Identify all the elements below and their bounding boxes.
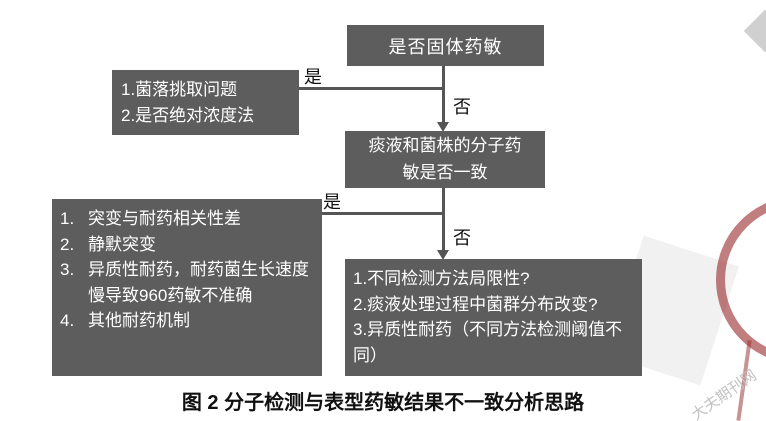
branch1-yes-label: 是	[304, 67, 322, 87]
item-number: 4.	[60, 311, 75, 330]
result-box-method-limitations: 1.不同检测方法局限性? 2.痰液处理过程中菌群分布改变? 3.异质性耐药（不同…	[345, 259, 642, 376]
leftbox2-item: 1. 突变与耐药相关性差	[58, 206, 316, 232]
item-number: 1.	[60, 209, 75, 228]
decision2-line-2: 敏是否一致	[402, 162, 488, 182]
branch1-no-label: 否	[453, 97, 471, 117]
connector-left-2	[319, 212, 445, 215]
leftbox1-line-1: 1.菌落挑取问题	[121, 80, 238, 99]
result-box-colony-issues: 1.菌落挑取问题 2.是否绝对浓度法	[112, 70, 299, 135]
item-text: 异质性耐药，耐药菌生长速度慢导致960药敏不准确	[88, 260, 309, 305]
decision-box-molecular-consistency: 痰液和菌株的分子药 敏是否一致	[345, 131, 545, 188]
watermark-arc	[716, 196, 766, 364]
item-text: 突变与耐药相关性差	[88, 209, 241, 228]
arrowhead-down-icon	[437, 122, 449, 132]
leftbox2-item: 3. 异质性耐药，耐药菌生长速度慢导致960药敏不准确	[58, 257, 316, 308]
connector-down-1	[442, 66, 445, 123]
decision1-text: 是否固体药敏	[388, 36, 503, 57]
leftbox1-line-2: 2.是否绝对浓度法	[121, 106, 255, 126]
figure-caption: 图 2 分子检测与表型药敏结果不一致分析思路	[181, 392, 585, 414]
decision2-line-1: 痰液和菌株的分子药	[368, 136, 522, 156]
watermark-corner-shape	[743, 9, 766, 53]
branch2-no-label: 否	[453, 228, 471, 248]
item-number: 3.	[60, 260, 75, 279]
leftbox2-item: 4. 其他耐药机制	[58, 308, 316, 334]
decision-box-solid-dst: 是否固体药敏	[347, 25, 544, 66]
bottombox-line-1: 1.不同检测方法局限性?	[353, 269, 530, 288]
leftbox2-item: 2. 静默突变	[58, 232, 316, 258]
item-text: 其他耐药机制	[88, 311, 190, 330]
connector-left-1	[299, 87, 445, 90]
item-number: 2.	[60, 234, 75, 254]
branch2-yes-label: 是	[323, 192, 341, 212]
item-text: 静默突变	[88, 234, 156, 254]
bottombox-line-3: 3.异质性耐药（不同方法检测阈值不同）	[353, 320, 623, 365]
connector-down-2	[442, 188, 445, 251]
result-box-resistance-mechanisms: 1. 突变与耐药相关性差 2. 静默突变 3. 异质性耐药，耐药菌生长速度慢导致…	[52, 199, 322, 376]
arrowhead-down-icon	[437, 250, 449, 260]
bottombox-line-2: 2.痰液处理过程中菌群分布改变?	[353, 294, 598, 314]
